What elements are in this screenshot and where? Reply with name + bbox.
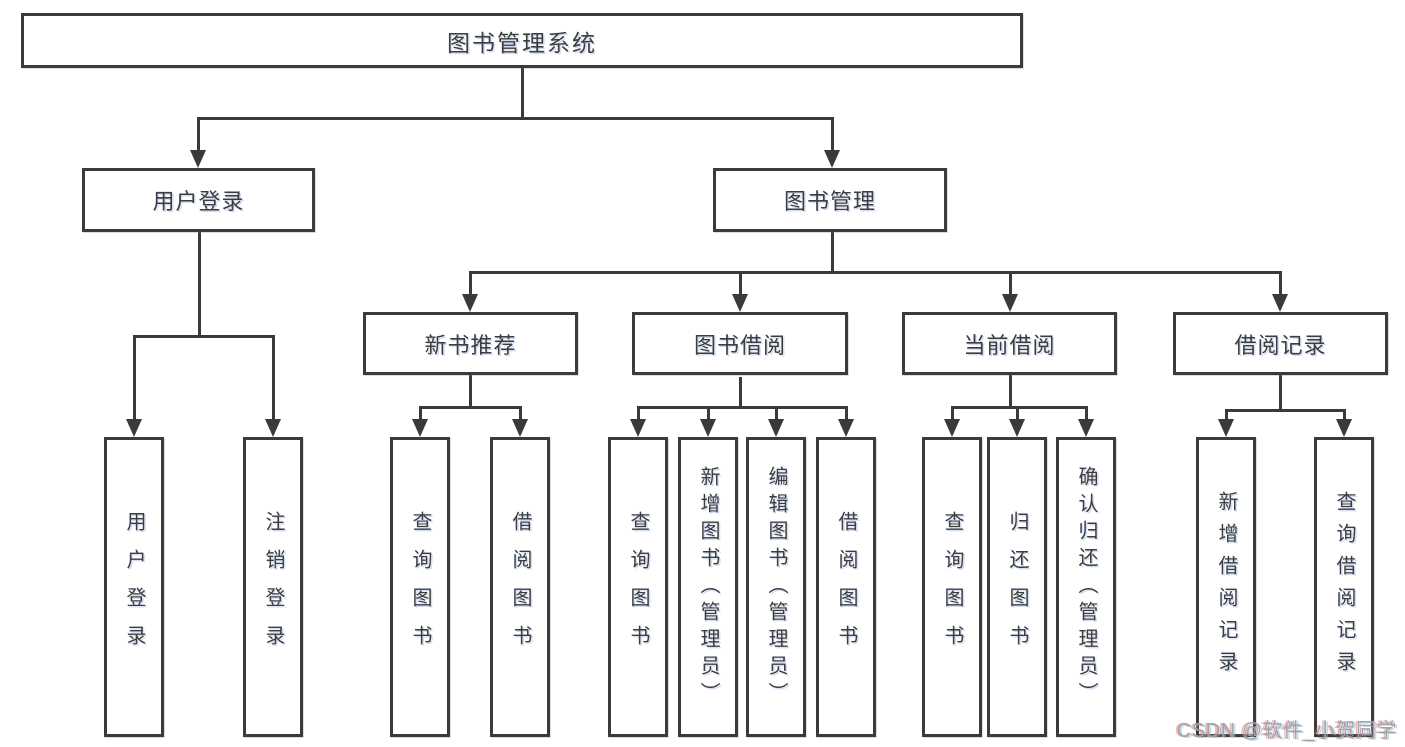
node-label: 图书管理 [783,189,876,214]
node-current-borrowing: 当前借阅 [902,312,1117,375]
connector-line [950,406,954,421]
leaf-logout: 注销登录 [243,437,303,737]
node-new-book-recommend: 新书推荐 [363,312,578,375]
connector-line [738,377,742,408]
arrowhead-down-icon [1336,419,1352,437]
connector-line [1278,271,1282,295]
arrowhead-down-icon [1078,419,1094,437]
leaf-borrow-books: 借阅图书 [816,437,876,737]
connector-line [1084,406,1088,421]
connector-line [1008,271,1012,295]
arrowhead-down-icon [838,419,854,437]
node-label: 新增图书（管理员） [697,465,719,709]
node-book-management: 图书管理 [713,168,947,232]
connector-line [830,117,834,152]
leaf-query-borrow-record: 查询借阅记录 [1314,437,1374,737]
arrowhead-down-icon [732,294,748,312]
connector-line [468,271,472,295]
connector-line [198,116,833,120]
node-label: 查询图书 [409,511,431,663]
connector-line [419,405,521,409]
arrowhead-down-icon [1002,294,1018,312]
arrowhead-down-icon [768,419,784,437]
arrowhead-down-icon [1272,294,1288,312]
node-library-management-system: 图书管理系统 [21,13,1023,68]
node-label: 借阅记录 [1234,332,1327,358]
connector-line [468,375,472,408]
connector-line [637,405,847,409]
arrowhead-down-icon [512,419,528,437]
connector-line [706,406,710,421]
connector-line [271,335,275,421]
node-label: 图书管理系统 [447,29,597,56]
connector-line [1225,408,1345,412]
node-label: 编辑图书（管理员） [765,465,787,709]
connector-line [133,334,274,338]
arrowhead-down-icon [700,419,716,437]
connector-line [830,232,834,273]
node-label: 用户登录 [123,511,145,663]
node-label: 注销登录 [262,511,284,663]
node-label: 新书推荐 [424,332,517,358]
connector-line [520,68,524,118]
connector-line [844,406,848,421]
arrowhead-down-icon [265,419,281,437]
connector-line [469,270,1281,274]
arrowhead-down-icon [824,150,840,168]
node-label: 查询借阅记录 [1333,491,1355,683]
leaf-confirm-return-admin: 确认归还（管理员） [1056,437,1116,737]
connector-line [738,271,742,295]
arrowhead-down-icon [1218,419,1234,437]
node-label: 查询图书 [941,511,963,663]
node-label: 新增借阅记录 [1215,491,1237,683]
connector-line [1008,375,1012,408]
connector-line [418,406,422,421]
arrowhead-down-icon [190,150,206,168]
node-user-login: 用户登录 [82,168,315,232]
node-label: 查询图书 [627,511,649,663]
connector-line [951,405,1087,409]
node-label: 借阅图书 [835,511,857,663]
connector-line [132,335,136,421]
connector-line [518,406,522,421]
node-book-borrowing: 图书借阅 [632,312,848,375]
leaf-edit-books-admin: 编辑图书（管理员） [746,437,806,737]
node-label: 确认归还（管理员） [1075,465,1097,709]
leaf-query-books-borrowing: 查询图书 [608,437,668,737]
node-label: 当前借阅 [963,332,1056,358]
leaf-user-login: 用户登录 [104,437,164,737]
arrowhead-down-icon [126,419,142,437]
node-label: 图书借阅 [693,332,786,358]
connector-line [196,117,200,152]
node-label: 借阅图书 [509,511,531,663]
leaf-query-books-current: 查询图书 [922,437,982,737]
connector-line [1278,375,1282,411]
connector-line [1224,409,1228,421]
arrowhead-down-icon [462,294,478,312]
leaf-add-books-admin: 新增图书（管理员） [678,437,738,737]
arrowhead-down-icon [630,419,646,437]
arrowhead-down-icon [1009,419,1025,437]
connector-line [197,232,201,337]
connector-line [1342,409,1346,421]
node-label: 归还图书 [1006,511,1028,663]
leaf-query-books-recommend: 查询图书 [390,437,450,737]
arrowhead-down-icon [412,419,428,437]
csdn-watermark: CSDN @软件_小贺同学 [1176,720,1397,742]
leaf-add-borrow-record: 新增借阅记录 [1196,437,1256,737]
connector-line [774,406,778,421]
leaf-return-books: 归还图书 [987,437,1047,737]
connector-line [1015,406,1019,421]
arrowhead-down-icon [944,419,960,437]
connector-line [636,406,640,421]
node-label: 用户登录 [152,189,245,214]
node-borrowing-records: 借阅记录 [1173,312,1388,375]
leaf-borrow-books-recommend: 借阅图书 [490,437,550,737]
